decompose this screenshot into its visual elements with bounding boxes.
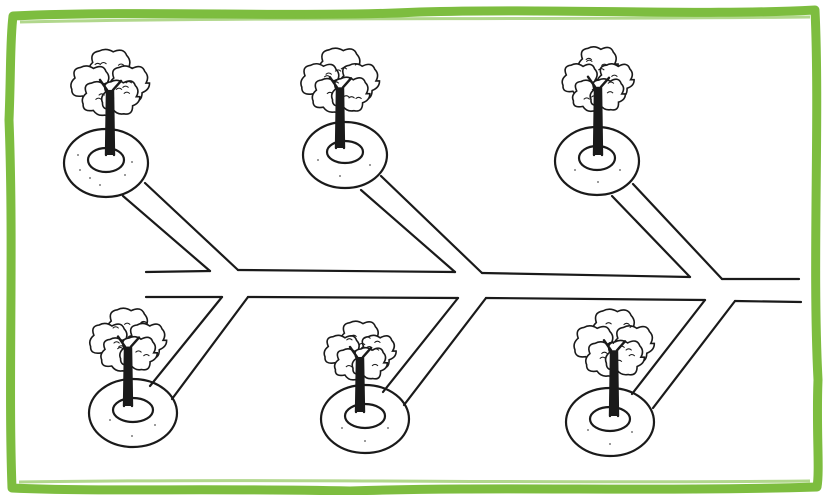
tree-trunk-fill bbox=[357, 357, 363, 412]
tree-trunk-fill bbox=[595, 87, 601, 155]
tree-trunk-fill bbox=[125, 347, 131, 406]
tree-trunk-fill bbox=[337, 87, 343, 148]
tree-trunk-fill bbox=[107, 90, 113, 155]
tree-trunk-fill bbox=[611, 350, 617, 416]
